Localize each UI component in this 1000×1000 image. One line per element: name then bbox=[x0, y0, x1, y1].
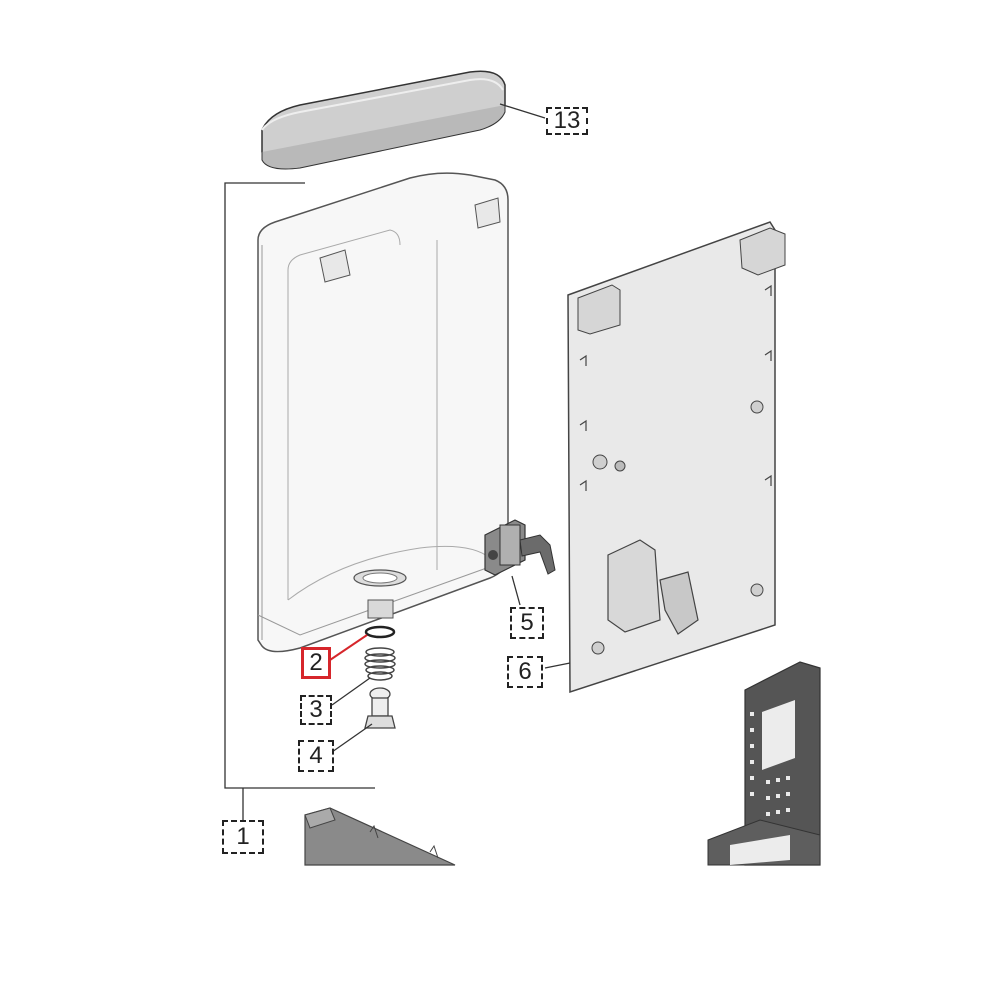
callout-4[interactable]: 4 bbox=[298, 740, 334, 772]
valve-fitting bbox=[484, 519, 556, 576]
o-ring bbox=[364, 625, 396, 639]
dark-tray-part bbox=[304, 807, 456, 866]
leader-line-6 bbox=[544, 662, 571, 669]
leader-line-4 bbox=[331, 723, 373, 753]
spring bbox=[364, 647, 396, 681]
dark-grid-part bbox=[707, 661, 821, 866]
water-tank bbox=[257, 172, 509, 653]
callout-5[interactable]: 5 bbox=[510, 607, 544, 639]
leader-line-13 bbox=[499, 103, 546, 119]
leader-line-5 bbox=[511, 575, 521, 606]
bracket-line-1 bbox=[224, 182, 375, 789]
tank-lid bbox=[261, 70, 506, 170]
back-panel bbox=[567, 221, 786, 694]
callout-13[interactable]: 13 bbox=[546, 107, 588, 135]
leader-line-3 bbox=[331, 677, 371, 706]
valve bbox=[364, 687, 396, 729]
callout-6[interactable]: 6 bbox=[507, 656, 543, 688]
callout-3[interactable]: 3 bbox=[300, 695, 332, 725]
dark-grid-holes bbox=[750, 712, 790, 816]
leader-line-2 bbox=[329, 634, 368, 661]
callout-1[interactable]: 1 bbox=[222, 820, 264, 854]
callout-2[interactable]: 2 bbox=[301, 647, 331, 679]
